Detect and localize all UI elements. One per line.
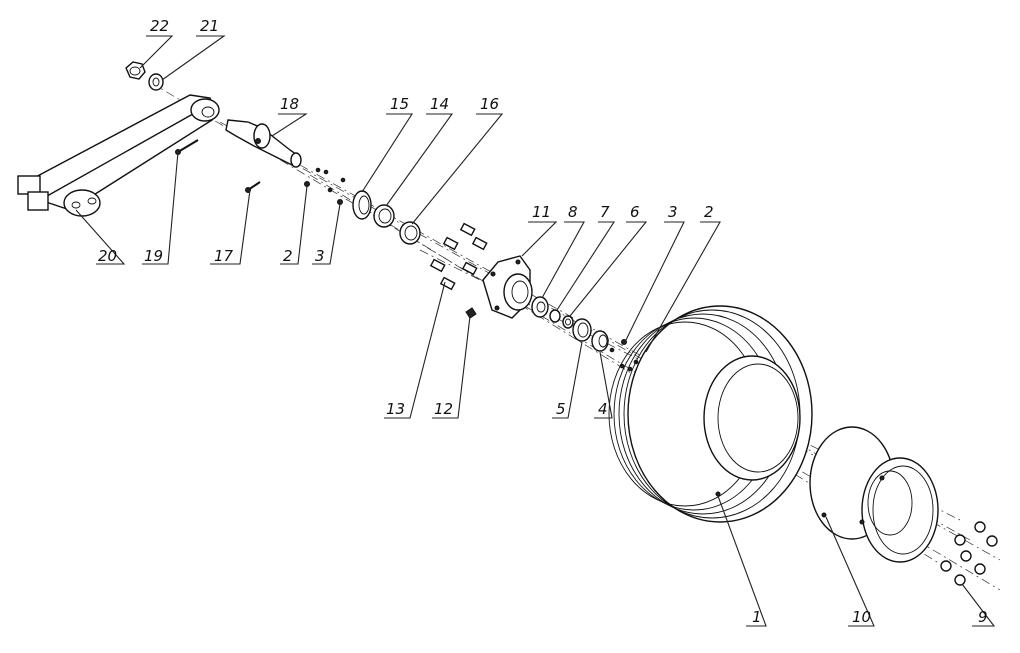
label-part-19: 19 [144, 247, 163, 265]
label-part-1: 1 [752, 608, 762, 626]
label-part-11: 11 [532, 203, 551, 221]
part-7-washer [549, 309, 561, 323]
label-part-6: 6 [630, 203, 640, 221]
label-part-4: 4 [598, 400, 608, 418]
part-11-hub [482, 255, 533, 319]
part-19-pin [175, 139, 199, 155]
part-3-left-balls [327, 177, 346, 205]
part-12-grease-nipple [465, 307, 477, 319]
label-part-3-right: 3 [668, 203, 678, 221]
part-labels: 22 21 18 15 14 16 20 19 17 2 3 11 8 7 6 … [98, 17, 988, 626]
part-20-arm [17, 94, 220, 217]
part-22-nut [125, 61, 146, 80]
label-part-10: 10 [852, 608, 871, 626]
label-part-18: 18 [280, 95, 299, 113]
label-part-17: 17 [214, 247, 234, 265]
part-6-castle-nut [562, 315, 574, 329]
part-5-ring [572, 318, 592, 342]
label-part-2-left: 2 [283, 247, 293, 265]
label-part-22: 22 [150, 17, 169, 35]
label-part-5: 5 [556, 400, 566, 418]
part-1-tyre [608, 305, 813, 523]
part-9-wheel-nuts [940, 521, 998, 586]
part-17-pin [245, 181, 261, 193]
label-part-8: 8 [568, 203, 578, 221]
part-14-bearing [373, 204, 395, 228]
label-part-2-right: 2 [704, 203, 714, 221]
label-part-16: 16 [480, 95, 499, 113]
part-21-washer [148, 73, 164, 91]
label-part-21: 21 [200, 17, 219, 35]
label-part-14: 14 [430, 95, 449, 113]
leader-lines [75, 35, 996, 627]
label-part-20: 20 [98, 247, 117, 265]
part-4-hub-cap [591, 330, 609, 352]
label-part-9: 9 [978, 608, 988, 626]
label-part-12: 12 [434, 400, 453, 418]
part-18-axle [225, 119, 302, 168]
part-13-bolts [429, 222, 488, 291]
part-10-rim [809, 426, 939, 563]
part-15-seal [352, 190, 372, 220]
label-part-13: 13 [386, 400, 405, 418]
part-16-bearing [399, 221, 421, 245]
part-8-seal [531, 296, 549, 318]
label-part-3-left: 3 [315, 247, 325, 265]
part-2-left-balls [304, 167, 329, 187]
label-part-15: 15 [390, 95, 409, 113]
label-part-7: 7 [600, 203, 610, 221]
